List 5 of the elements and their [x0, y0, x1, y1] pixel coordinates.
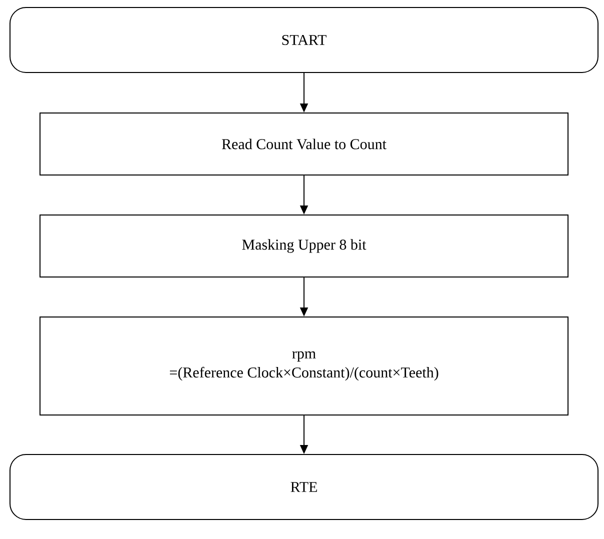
terminal-box: START — [10, 7, 598, 73]
terminal-box: RTE — [10, 454, 598, 520]
process-box: Read Count Value to Count — [40, 112, 568, 176]
process-box: Masking Upper 8 bit — [40, 214, 568, 278]
process-box: rpm =(Reference Clock×Constant)/(count×Teeth) — [40, 316, 568, 416]
